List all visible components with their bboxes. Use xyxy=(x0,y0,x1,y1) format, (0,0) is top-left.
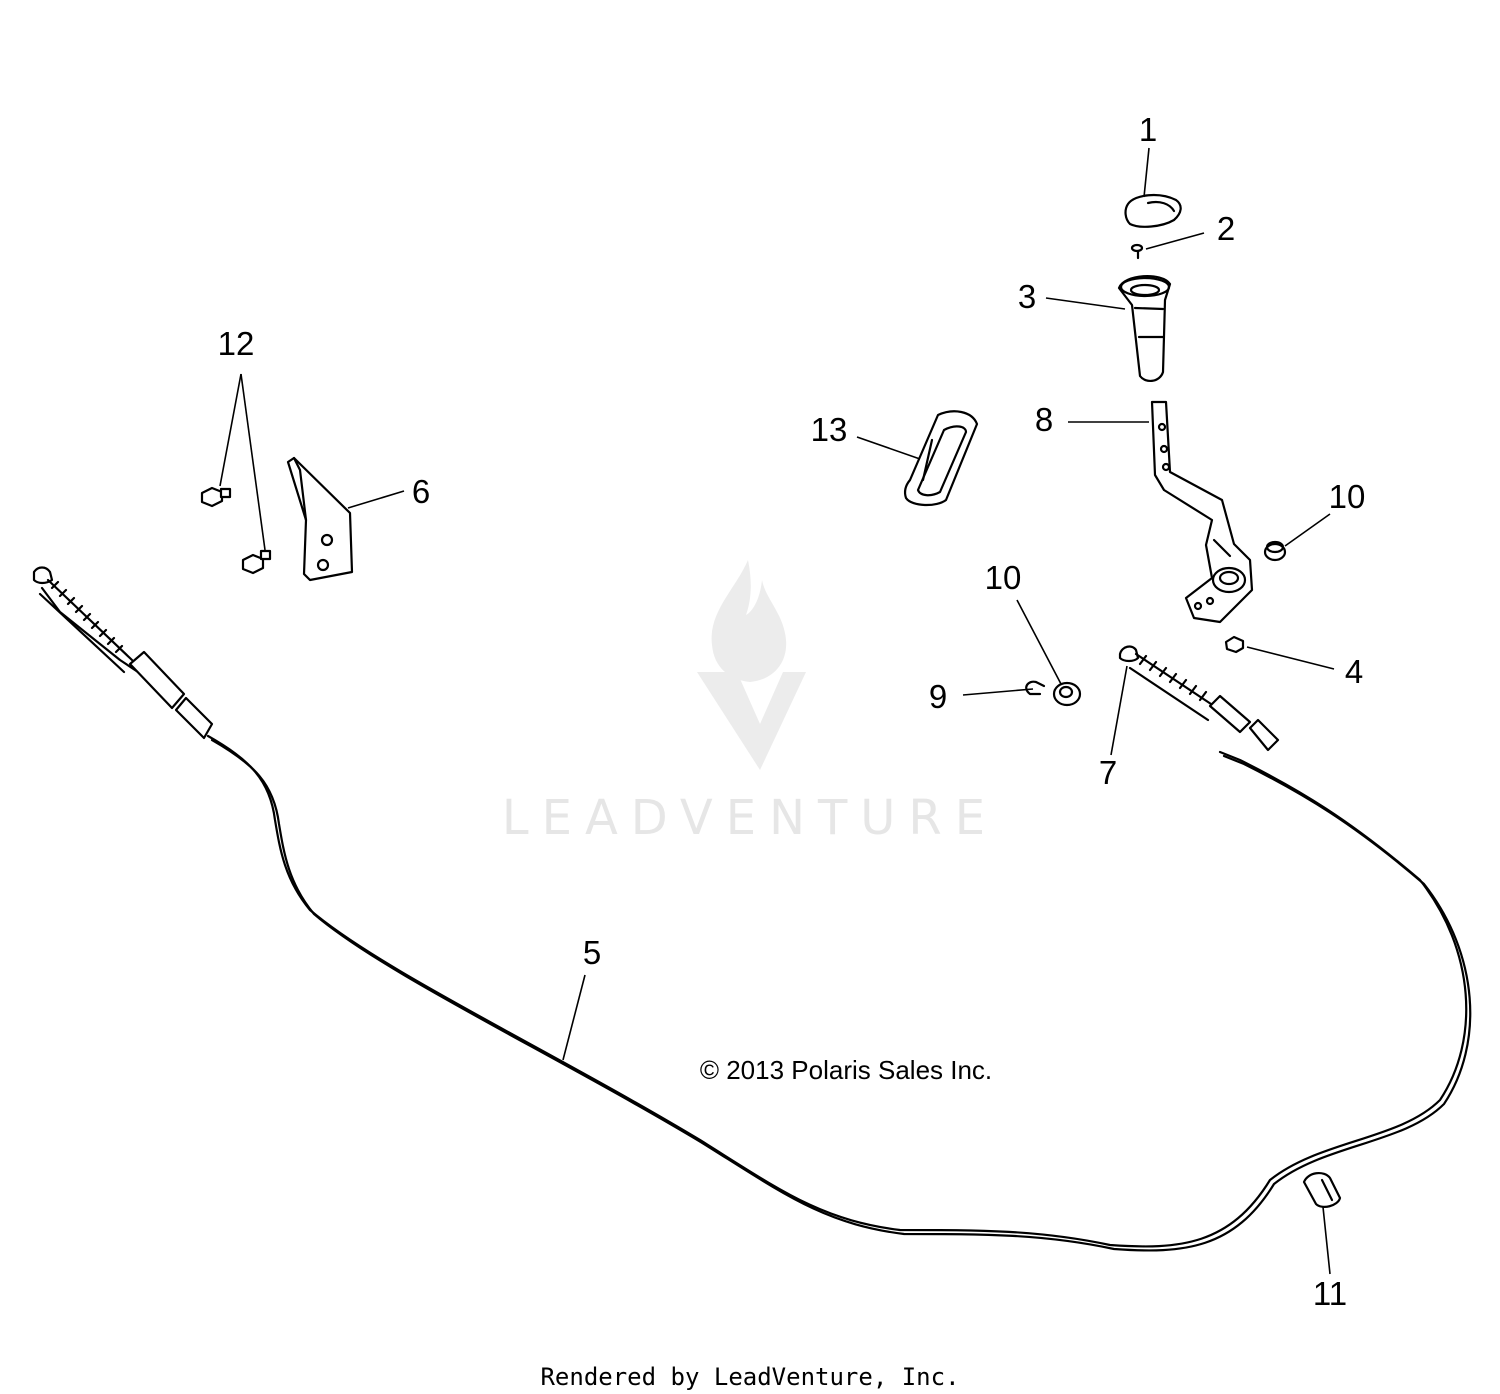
leader-10-center xyxy=(1016,599,1062,685)
cable-end-icon xyxy=(1118,645,1280,752)
footer-text: Rendered by LeadVenture, Inc. xyxy=(540,1363,959,1391)
leader-lines xyxy=(219,147,1335,1275)
leader-12a xyxy=(219,373,242,487)
leader-9 xyxy=(962,688,1034,696)
callout-10-center: 10 xyxy=(985,559,1022,596)
leader-5 xyxy=(562,974,586,1061)
shift-lever-icon xyxy=(1150,400,1254,624)
callout-13: 13 xyxy=(811,411,848,448)
callout-3: 3 xyxy=(1018,278,1036,315)
leader-3 xyxy=(1045,297,1126,310)
leader-6 xyxy=(347,490,405,509)
callouts: 1 2 3 4 5 6 7 8 9 10 10 11 12 13 xyxy=(218,111,1366,1312)
leader-13 xyxy=(856,436,921,460)
bolt-icon xyxy=(200,486,232,508)
screw-icon xyxy=(1130,243,1144,260)
callout-8: 8 xyxy=(1035,401,1053,438)
leader-12b xyxy=(240,373,266,551)
bushing-icon xyxy=(1263,540,1287,562)
bushing-icon xyxy=(1052,681,1082,707)
callout-10-right: 10 xyxy=(1329,478,1366,515)
callout-9: 9 xyxy=(929,678,947,715)
leader-7 xyxy=(1110,665,1128,756)
shift-cable-icon xyxy=(32,566,1472,1252)
leader-10-right xyxy=(1284,513,1331,547)
callout-11: 11 xyxy=(1313,1275,1347,1312)
callout-7: 7 xyxy=(1099,754,1117,791)
gate-plate-icon xyxy=(903,410,979,507)
leader-1 xyxy=(1143,147,1150,198)
callout-6: 6 xyxy=(412,473,430,510)
callout-12: 12 xyxy=(218,325,255,362)
callout-1: 1 xyxy=(1139,111,1157,148)
copyright-text: © 2013 Polaris Sales Inc. xyxy=(700,1055,992,1085)
watermark-brand: LEADVENTURE xyxy=(502,790,998,846)
shift-knob-icon xyxy=(1117,275,1172,382)
bracket-icon xyxy=(286,456,354,582)
e-clip-icon xyxy=(1025,680,1046,696)
flame-logo-icon xyxy=(697,560,806,770)
callout-5: 5 xyxy=(583,934,601,971)
callout-2: 2 xyxy=(1217,210,1235,247)
leader-4 xyxy=(1246,646,1335,670)
watermark: LEADVENTURE xyxy=(502,560,998,846)
callout-4: 4 xyxy=(1345,653,1363,690)
cable-clip-icon xyxy=(1302,1172,1342,1208)
leader-11 xyxy=(1322,1206,1331,1275)
leader-2 xyxy=(1145,232,1205,250)
knob-cap-icon xyxy=(1124,194,1182,228)
bolt-icon xyxy=(241,549,272,575)
nut-icon xyxy=(1224,635,1245,654)
